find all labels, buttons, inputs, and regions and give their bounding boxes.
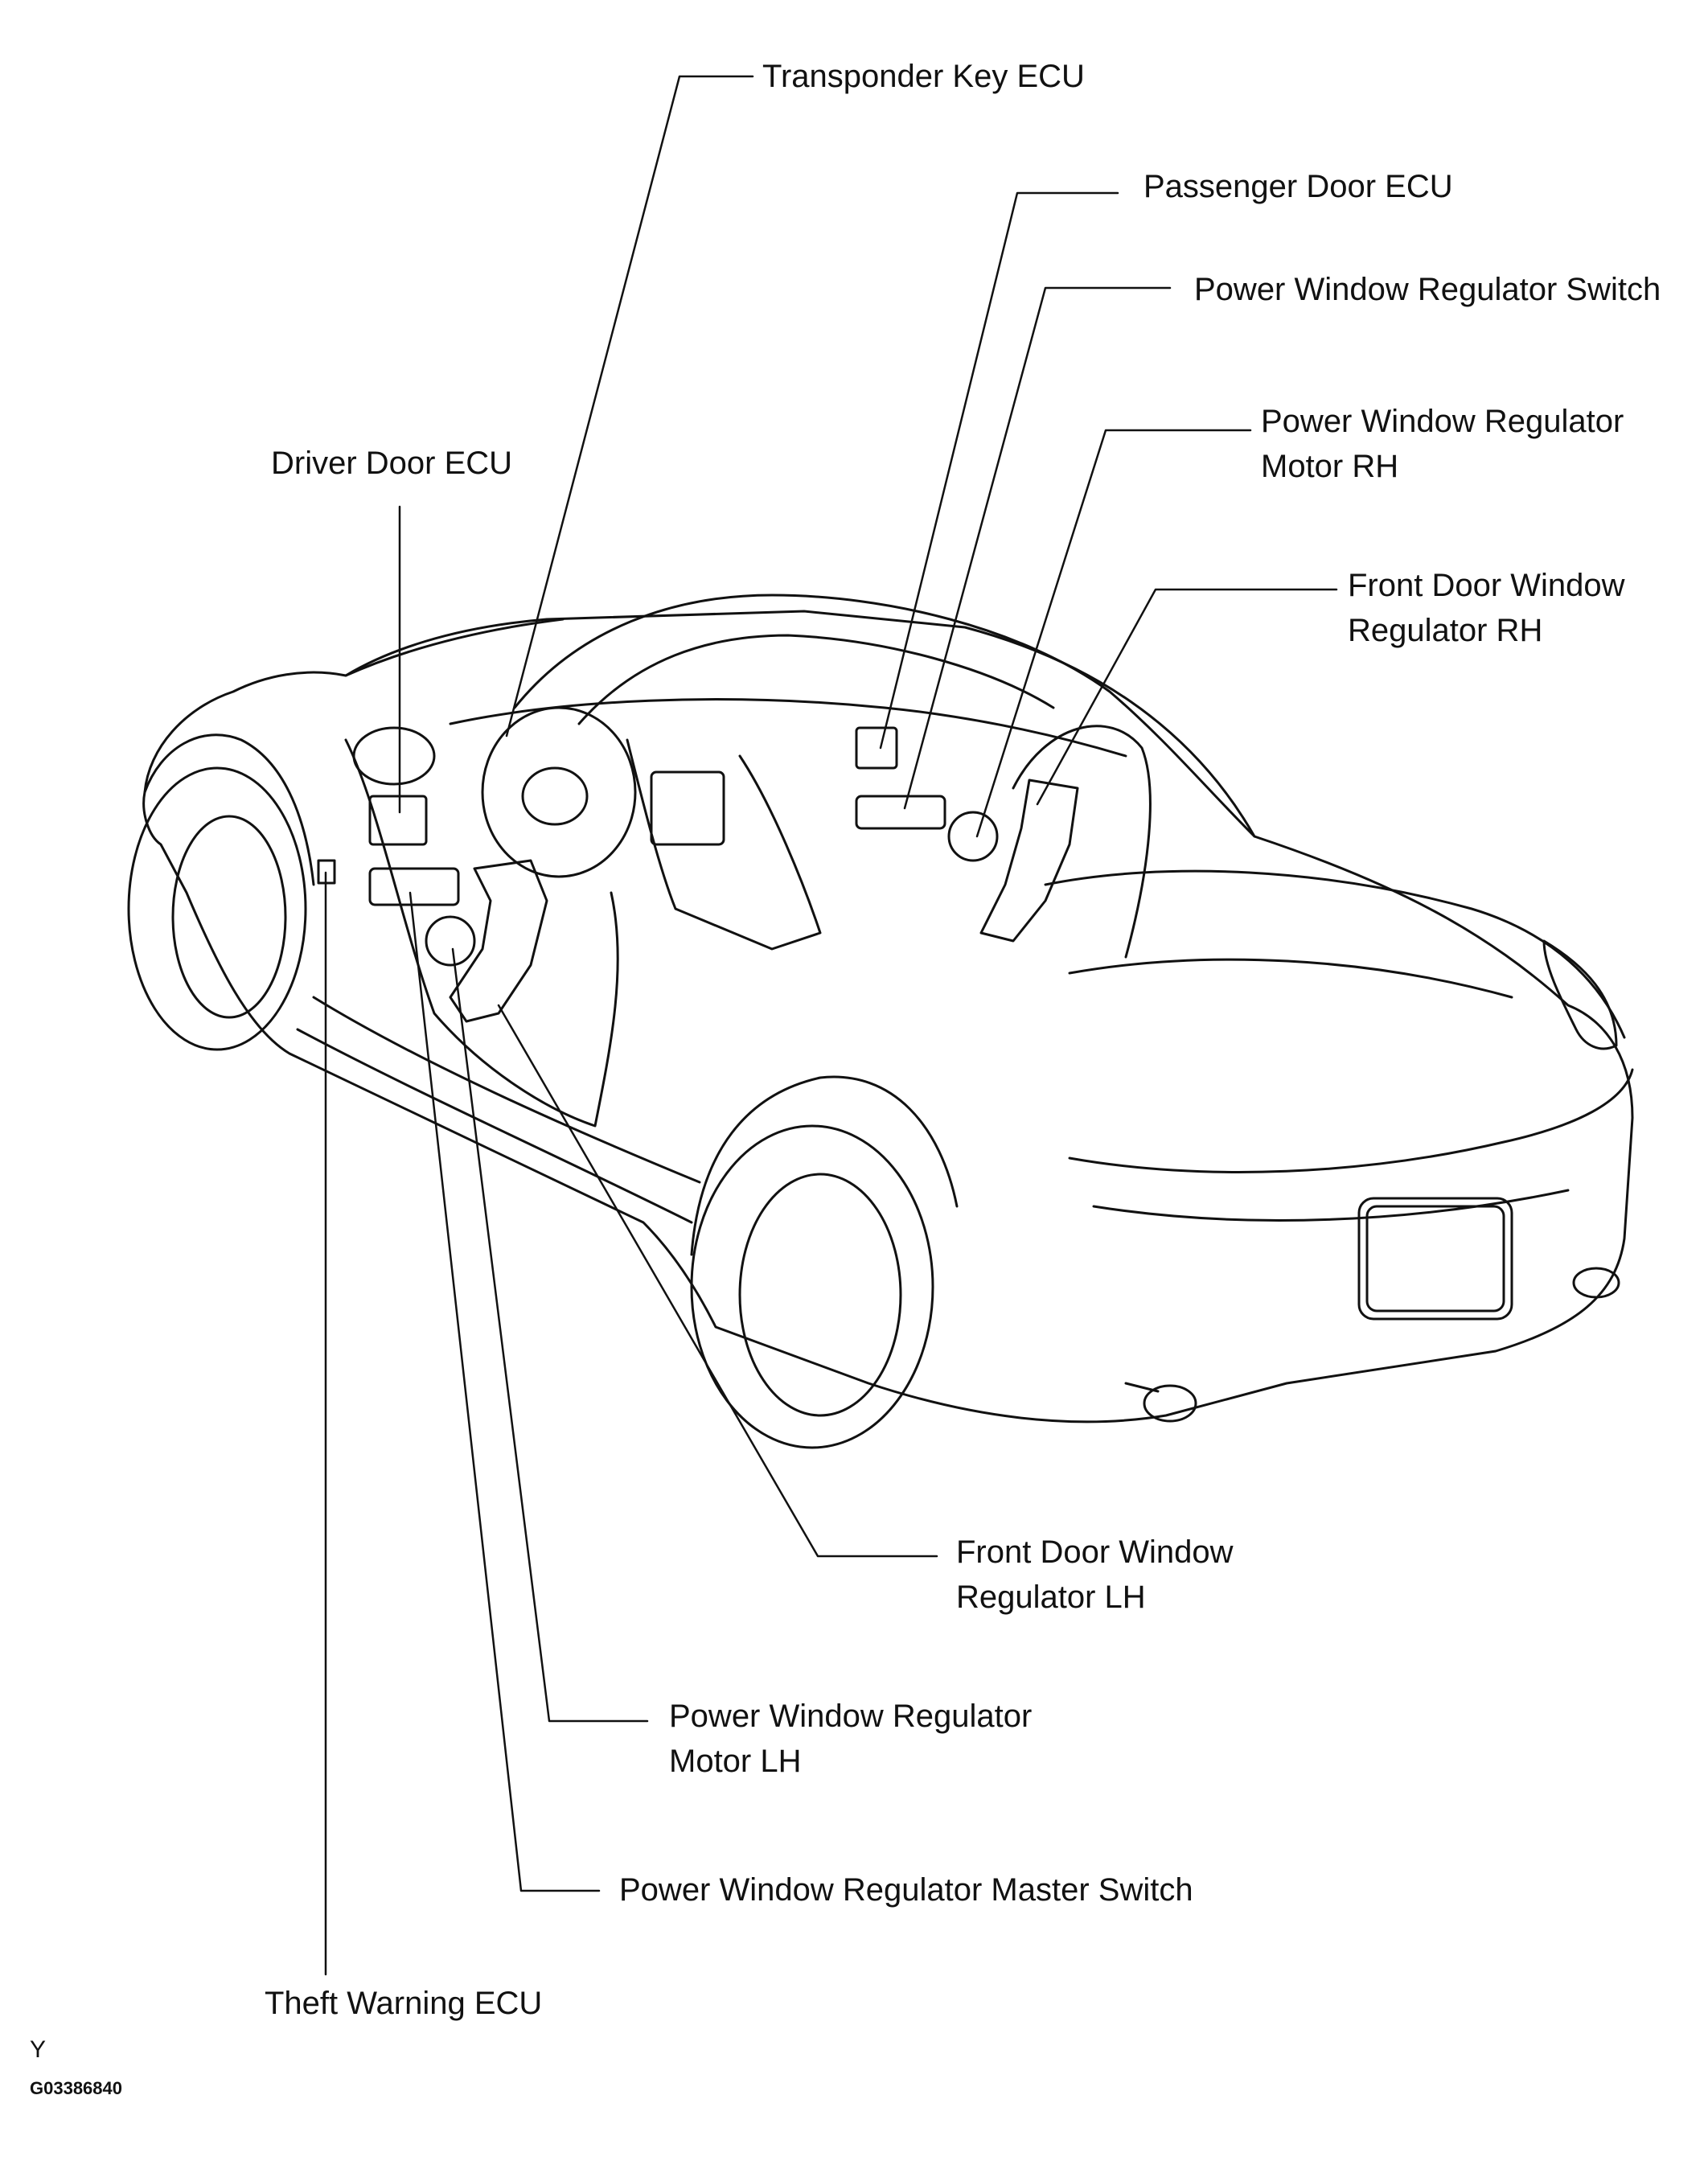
exhaust-right bbox=[1572, 1267, 1620, 1299]
car-rear-bumper-lower bbox=[1092, 1189, 1570, 1222]
label-text: Power Window Regulator Master Switch bbox=[619, 1872, 1193, 1908]
motor-lh bbox=[425, 915, 476, 967]
steering-wheel bbox=[481, 706, 637, 878]
side-mirror bbox=[352, 726, 436, 786]
label-text: Driver Door ECU bbox=[271, 446, 513, 481]
label-motor-lh: Power Window Regulator Motor LH bbox=[669, 1694, 1032, 1784]
label-line-2: Motor RH bbox=[1261, 449, 1399, 484]
leader-motor-lh bbox=[451, 947, 649, 1723]
label-motor-rh: Power Window Regulator Motor RH bbox=[1261, 399, 1624, 489]
label-master-switch: Power Window Regulator Master Switch bbox=[619, 1867, 1193, 1912]
car-rear-bumper bbox=[1068, 1068, 1634, 1173]
front-wheel-outer bbox=[127, 766, 307, 1051]
steering-hub bbox=[521, 766, 589, 826]
leader-lines bbox=[324, 75, 1338, 1976]
driver-switch-panel bbox=[368, 867, 460, 906]
exhaust-left-pipe bbox=[1124, 1382, 1160, 1393]
motor-rh bbox=[947, 811, 999, 862]
rear-wheel-arch bbox=[690, 1075, 959, 1256]
label-text: Passenger Door ECU bbox=[1143, 169, 1453, 204]
radio-unit bbox=[650, 770, 725, 846]
regulator-rh bbox=[979, 778, 1079, 943]
car-trunk-lid bbox=[1068, 958, 1513, 999]
label-line-2: Regulator RH bbox=[1348, 613, 1543, 648]
dashboard-line bbox=[449, 698, 1127, 758]
leader-regulator-lh bbox=[497, 1004, 938, 1558]
label-text: Power Window Regulator Switch bbox=[1194, 272, 1661, 307]
car-trunk-line bbox=[1044, 869, 1626, 1039]
label-line-1: Power Window Regulator bbox=[1261, 404, 1624, 439]
label-text: Theft Warning ECU bbox=[265, 1986, 543, 2021]
rear-wheel-inner bbox=[738, 1173, 902, 1417]
license-plate bbox=[1357, 1197, 1513, 1321]
front-wheel-inner bbox=[171, 815, 287, 1019]
label-text: Transponder Key ECU bbox=[762, 59, 1085, 94]
side-sill bbox=[312, 996, 701, 1184]
side-sill-lower bbox=[296, 1028, 693, 1224]
door-opening bbox=[344, 738, 619, 1128]
label-theft-warning-ecu: Theft Warning ECU bbox=[265, 1981, 542, 2026]
label-line-1: Power Window Regulator bbox=[669, 1699, 1033, 1734]
label-line-1: Front Door Window bbox=[956, 1534, 1234, 1570]
pw-switch-box bbox=[855, 795, 946, 830]
label-passenger-door-ecu: Passenger Door ECU bbox=[1143, 164, 1453, 209]
center-console bbox=[626, 738, 822, 951]
seat-back bbox=[1012, 725, 1152, 959]
leader-transponder bbox=[505, 75, 754, 737]
passenger-ecu-box bbox=[855, 726, 898, 770]
car-windshield bbox=[513, 594, 1256, 838]
leader-motor-rh bbox=[975, 429, 1252, 838]
leader-master-switch bbox=[409, 891, 601, 1892]
driver-ecu-box bbox=[368, 795, 428, 846]
leader-regulator-rh bbox=[1036, 588, 1338, 806]
leader-passenger-ecu bbox=[879, 191, 1119, 750]
car-body-outline bbox=[142, 610, 1634, 1423]
car-hood-line bbox=[344, 618, 565, 677]
label-power-window-switch: Power Window Regulator Switch bbox=[1194, 267, 1661, 312]
car-tail-light bbox=[1542, 939, 1618, 1050]
label-driver-door-ecu: Driver Door ECU bbox=[271, 441, 512, 486]
label-transponder-key-ecu: Transponder Key ECU bbox=[762, 54, 1085, 99]
label-regulator-lh: Front Door Window Regulator LH bbox=[956, 1530, 1234, 1620]
label-line-2: Motor LH bbox=[669, 1744, 802, 1779]
label-line-1: Front Door Window bbox=[1348, 568, 1625, 603]
car-windshield-inner bbox=[577, 634, 1055, 725]
license-plate-inner bbox=[1365, 1205, 1505, 1313]
figure-id: G03386840 bbox=[30, 2078, 122, 2098]
label-regulator-rh: Front Door Window Regulator RH bbox=[1348, 563, 1625, 653]
footer-code: Y bbox=[30, 2036, 47, 2063]
exhaust-left bbox=[1143, 1384, 1197, 1423]
leader-pw-switch bbox=[903, 286, 1172, 810]
front-wheel-arch bbox=[143, 733, 315, 886]
label-line-2: Regulator LH bbox=[956, 1580, 1146, 1615]
regulator-lh bbox=[449, 859, 548, 1023]
rear-wheel-outer bbox=[690, 1124, 934, 1449]
